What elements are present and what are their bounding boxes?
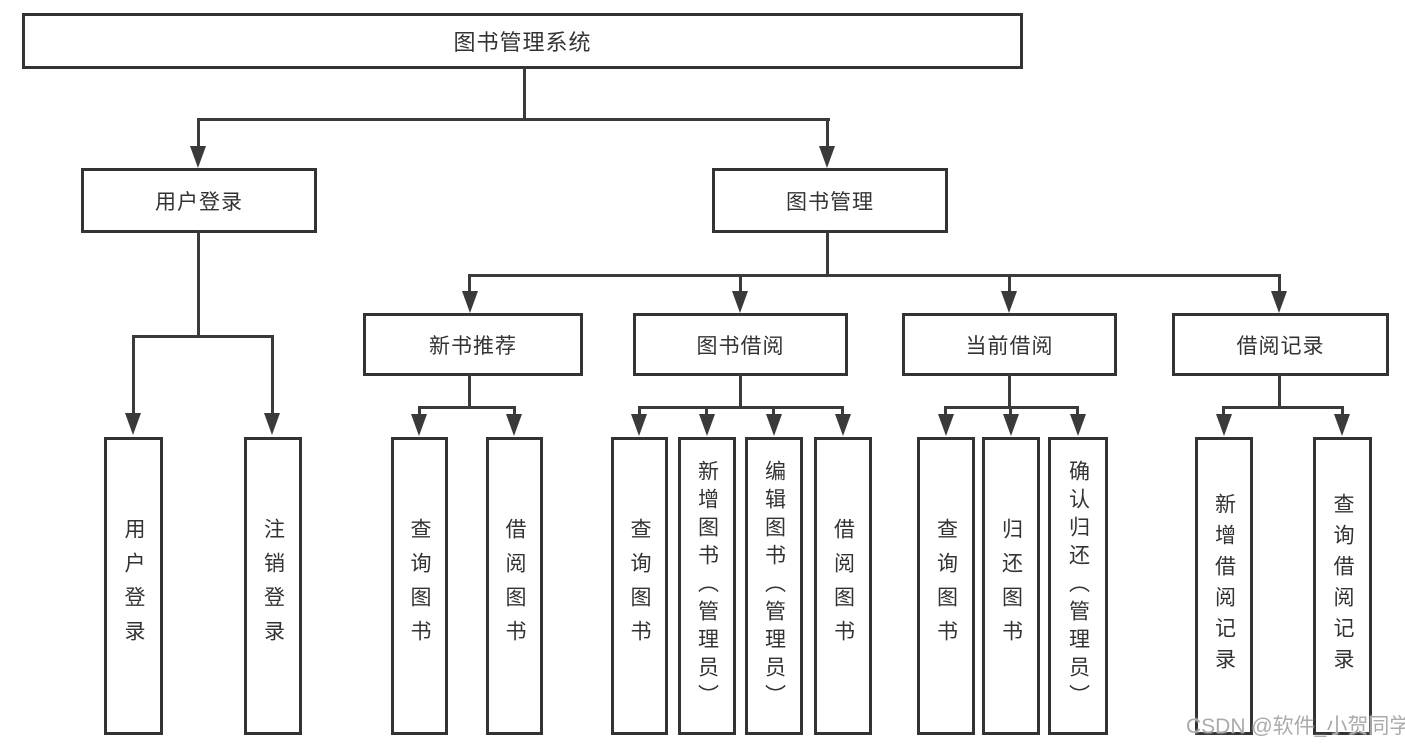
leaf-borrow-books-recommend: 借阅图书 [486,437,543,735]
arrowhead-book-borrowing [732,291,748,313]
leaf-confirm-return-admin: 确认归还（管理员） [1048,437,1108,735]
connector-root-split [197,118,830,121]
arrowhead-borrowing-records [1271,291,1287,313]
connector-borrowing-records-split [1222,406,1344,409]
leaf-query-books-recommend-label: 查询图书 [408,518,431,654]
leaf-user-login-label: 用户登录 [122,518,145,654]
connector-drop-add-borrow-record [1222,406,1225,416]
connector-book-management-stub [826,231,829,277]
connector-root-stub [523,68,526,121]
connector-drop-borrow-books-borrowing [841,406,844,416]
node-library-management-system: 图书管理系统 [22,13,1023,69]
connector-drop-borrow-books-recommend [513,406,516,416]
leaf-edit-books-admin: 编辑图书（管理员） [745,437,803,735]
leaf-query-borrow-record-label: 查询借阅记录 [1331,493,1354,679]
node-new-book-recommendation: 新书推荐 [363,313,583,376]
connector-drop-borrowing-records [1278,274,1281,293]
arrowhead-leaf-user-login [125,413,141,435]
leaf-borrow-books-borrowing-label: 借阅图书 [831,518,855,654]
arrowhead-edit-books [766,414,782,436]
connector-new-book-stub [468,374,471,409]
node-new-book-recommendation-label: 新书推荐 [429,334,517,358]
arrowhead-query-books-borrowing [631,414,647,436]
connector-user-login-stub [197,231,200,338]
arrowhead-book-management [819,146,835,168]
node-library-management-system-label: 图书管理系统 [453,30,592,55]
leaf-add-books-admin: 新增图书（管理员） [678,437,736,735]
connector-drop-user-login [197,118,200,148]
connector-drop-query-books-recommend [418,406,421,416]
node-current-borrowing-label: 当前借阅 [965,334,1054,358]
leaf-add-borrow-record-label: 新增借阅记录 [1212,493,1236,679]
arrowhead-borrow-books-recommend [506,414,522,436]
leaf-add-borrow-record: 新增借阅记录 [1195,437,1253,735]
connector-user-login-split [132,335,274,338]
connector-book-management-split [468,274,1281,277]
connector-book-borrowing-stub [739,374,742,409]
arrowhead-user-login [190,146,206,168]
leaf-query-borrow-record: 查询借阅记录 [1313,437,1372,735]
arrowhead-confirm-return [1070,414,1086,436]
connector-drop-query-borrow-record [1341,406,1344,416]
arrowhead-leaf-logout [264,413,280,435]
node-borrowing-records: 借阅记录 [1172,313,1389,376]
connector-drop-new-book [468,274,471,293]
connector-drop-leaf-logout [271,335,274,415]
leaf-user-login: 用户登录 [104,437,163,735]
arrowhead-add-books [699,414,715,436]
leaf-return-books-label: 归还图书 [999,518,1023,654]
arrowhead-return-books [1003,414,1019,436]
leaf-query-books-borrowing-label: 查询图书 [628,518,651,654]
connector-drop-book-borrowing [739,274,742,293]
node-book-borrowing-label: 图书借阅 [696,334,785,358]
leaf-confirm-return-admin-label: 确认归还（管理员） [1066,460,1090,712]
leaf-edit-books-admin-label: 编辑图书（管理员） [762,460,786,712]
arrowhead-current-borrowing [1001,291,1017,313]
node-current-borrowing: 当前借阅 [902,313,1117,376]
leaf-borrow-books-recommend-label: 借阅图书 [503,518,526,654]
connector-drop-query-books-borrowing [638,406,641,416]
connector-borrowing-records-stub [1278,374,1281,409]
arrowhead-borrow-books-borrowing [835,414,851,436]
arrowhead-query-books-current [938,414,954,436]
connector-drop-leaf-user-login [132,335,135,415]
leaf-borrow-books-borrowing: 借阅图书 [814,437,872,735]
node-user-login: 用户登录 [81,168,317,233]
connector-drop-confirm-return [1076,406,1079,416]
connector-drop-query-books-current [944,406,947,416]
leaf-return-books: 归还图书 [982,437,1040,735]
connector-book-borrowing-split [638,406,844,409]
arrowhead-add-borrow-record [1216,414,1232,436]
leaf-add-books-admin-label: 新增图书（管理员） [695,460,719,712]
csdn-watermark: CSDN @软件_小贺同学 [1186,715,1405,738]
connector-drop-book-management [826,118,829,148]
node-borrowing-records-label: 借阅记录 [1236,334,1325,358]
leaf-query-books-current-label: 查询图书 [934,518,958,654]
leaf-logout-label: 注销登录 [261,518,285,654]
connector-drop-return-books [1009,406,1012,416]
connector-new-book-split [418,406,516,409]
connector-drop-edit-books [772,406,775,416]
leaf-query-books-borrowing: 查询图书 [611,437,668,735]
node-book-management: 图书管理 [712,168,948,233]
leaf-query-books-current: 查询图书 [917,437,975,735]
node-book-borrowing: 图书借阅 [633,313,848,376]
arrowhead-query-borrow-record [1334,414,1350,436]
arrowhead-query-books-recommend [411,414,427,436]
node-book-management-label: 图书管理 [786,190,874,214]
arrowhead-new-book [462,291,478,313]
connector-drop-current-borrowing [1008,274,1011,293]
leaf-query-books-recommend: 查询图书 [391,437,448,735]
leaf-logout: 注销登录 [244,437,302,735]
node-user-login-label: 用户登录 [155,190,243,214]
connector-current-borrowing-stub [1008,374,1011,409]
connector-drop-add-books [705,406,708,416]
